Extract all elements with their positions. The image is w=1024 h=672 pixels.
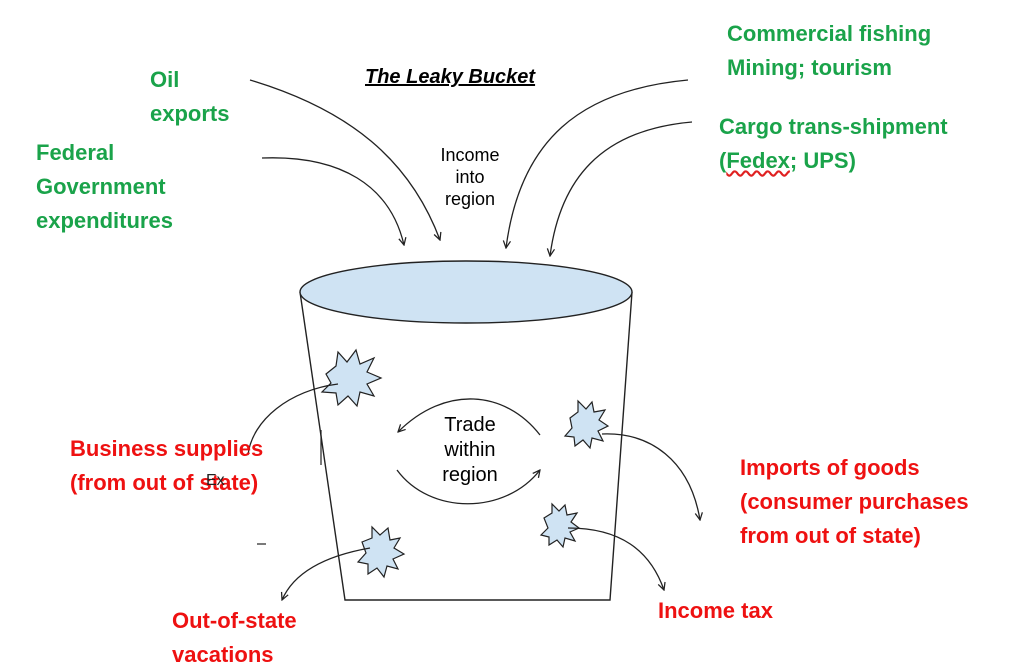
- income-label-line-1: Income: [440, 145, 500, 165]
- out-of-state-vacations-label: Out-of-state vacations: [172, 604, 297, 672]
- cargo-label-line-1: Cargo trans-shipment: [719, 114, 948, 139]
- cargo-transshipment-label: Cargo trans-shipment (Fedex; UPS): [719, 110, 948, 178]
- cargo-inflow-arrow: [550, 121, 693, 256]
- trade-arrow-lower: [396, 470, 540, 505]
- imports-label-line-2: (consumer purchases: [740, 489, 969, 514]
- leak-starburst-income-tax: [539, 502, 581, 549]
- leak-starburst-business: [320, 348, 383, 408]
- cargo-fedex-text: Fedex: [726, 148, 790, 173]
- bucket-water-surface: [299, 260, 633, 324]
- cargo-ups-text: ; UPS): [789, 148, 856, 173]
- vacations-label-line-1: Out-of-state: [172, 608, 297, 633]
- vacations-label-line-2: vacations: [172, 642, 274, 667]
- oil-exports-label: Oil exports: [150, 63, 229, 131]
- oil-inflow-arrow: [249, 79, 440, 240]
- federal-expenditures-label: Federal Government expenditures: [36, 136, 173, 238]
- vacations-outflow-arrow: [282, 547, 371, 600]
- federal-label-line-2: Government: [36, 174, 166, 199]
- oil-label-line-1: Oil: [150, 67, 180, 92]
- oil-label-line-2: exports: [150, 101, 230, 126]
- commercial-inflow-arrow: [506, 79, 689, 248]
- commercial-label-line-2: Mining; tourism: [727, 55, 892, 80]
- federal-inflow-arrow: [261, 157, 404, 245]
- imports-outflow-arrow: [601, 433, 700, 520]
- business-label-line-1: Business supplies: [70, 436, 264, 461]
- stray-ex-text: Ex: [206, 472, 225, 489]
- trade-arrow-upper: [398, 398, 541, 436]
- commercial-fishing-label: Commercial fishing Mining; tourism: [727, 17, 931, 85]
- trade-within-region-label: Trade within region: [420, 413, 520, 488]
- cargo-label-line-2: (Fedex; UPS): [719, 144, 948, 178]
- income-tax-label: Income tax: [658, 598, 773, 623]
- business-supplies-label: Business supplies (from out of state): [70, 432, 263, 500]
- imports-label-line-1: Imports of goods: [740, 455, 920, 480]
- income-tax-outflow-arrow: [567, 527, 664, 590]
- federal-label-line-3: expenditures: [36, 208, 173, 233]
- trade-label-line-2: within: [444, 439, 496, 461]
- leak-starburst-imports: [563, 399, 610, 450]
- commercial-label-line-1: Commercial fishing: [727, 21, 932, 46]
- income-label-line-2: into: [455, 167, 485, 187]
- bucket-outline: [299, 291, 633, 601]
- income-label-line-3: region: [444, 189, 496, 209]
- trade-label-line-1: Trade: [444, 414, 496, 436]
- business-label-line-2: (from out of state): [70, 470, 259, 495]
- leak-starburst-vacations: [356, 525, 406, 579]
- business-outflow-arrow: [247, 383, 339, 456]
- imports-label-line-3: from out of state): [740, 523, 921, 548]
- trade-label-line-3: region: [442, 464, 498, 486]
- imports-of-goods-label: Imports of goods (consumer purchases fro…: [740, 451, 969, 553]
- income-into-region-label: Income into region: [422, 144, 518, 210]
- diagram-title: The Leaky Bucket: [365, 66, 536, 88]
- cargo-paren-open: (: [719, 148, 727, 173]
- federal-label-line-1: Federal: [36, 140, 115, 165]
